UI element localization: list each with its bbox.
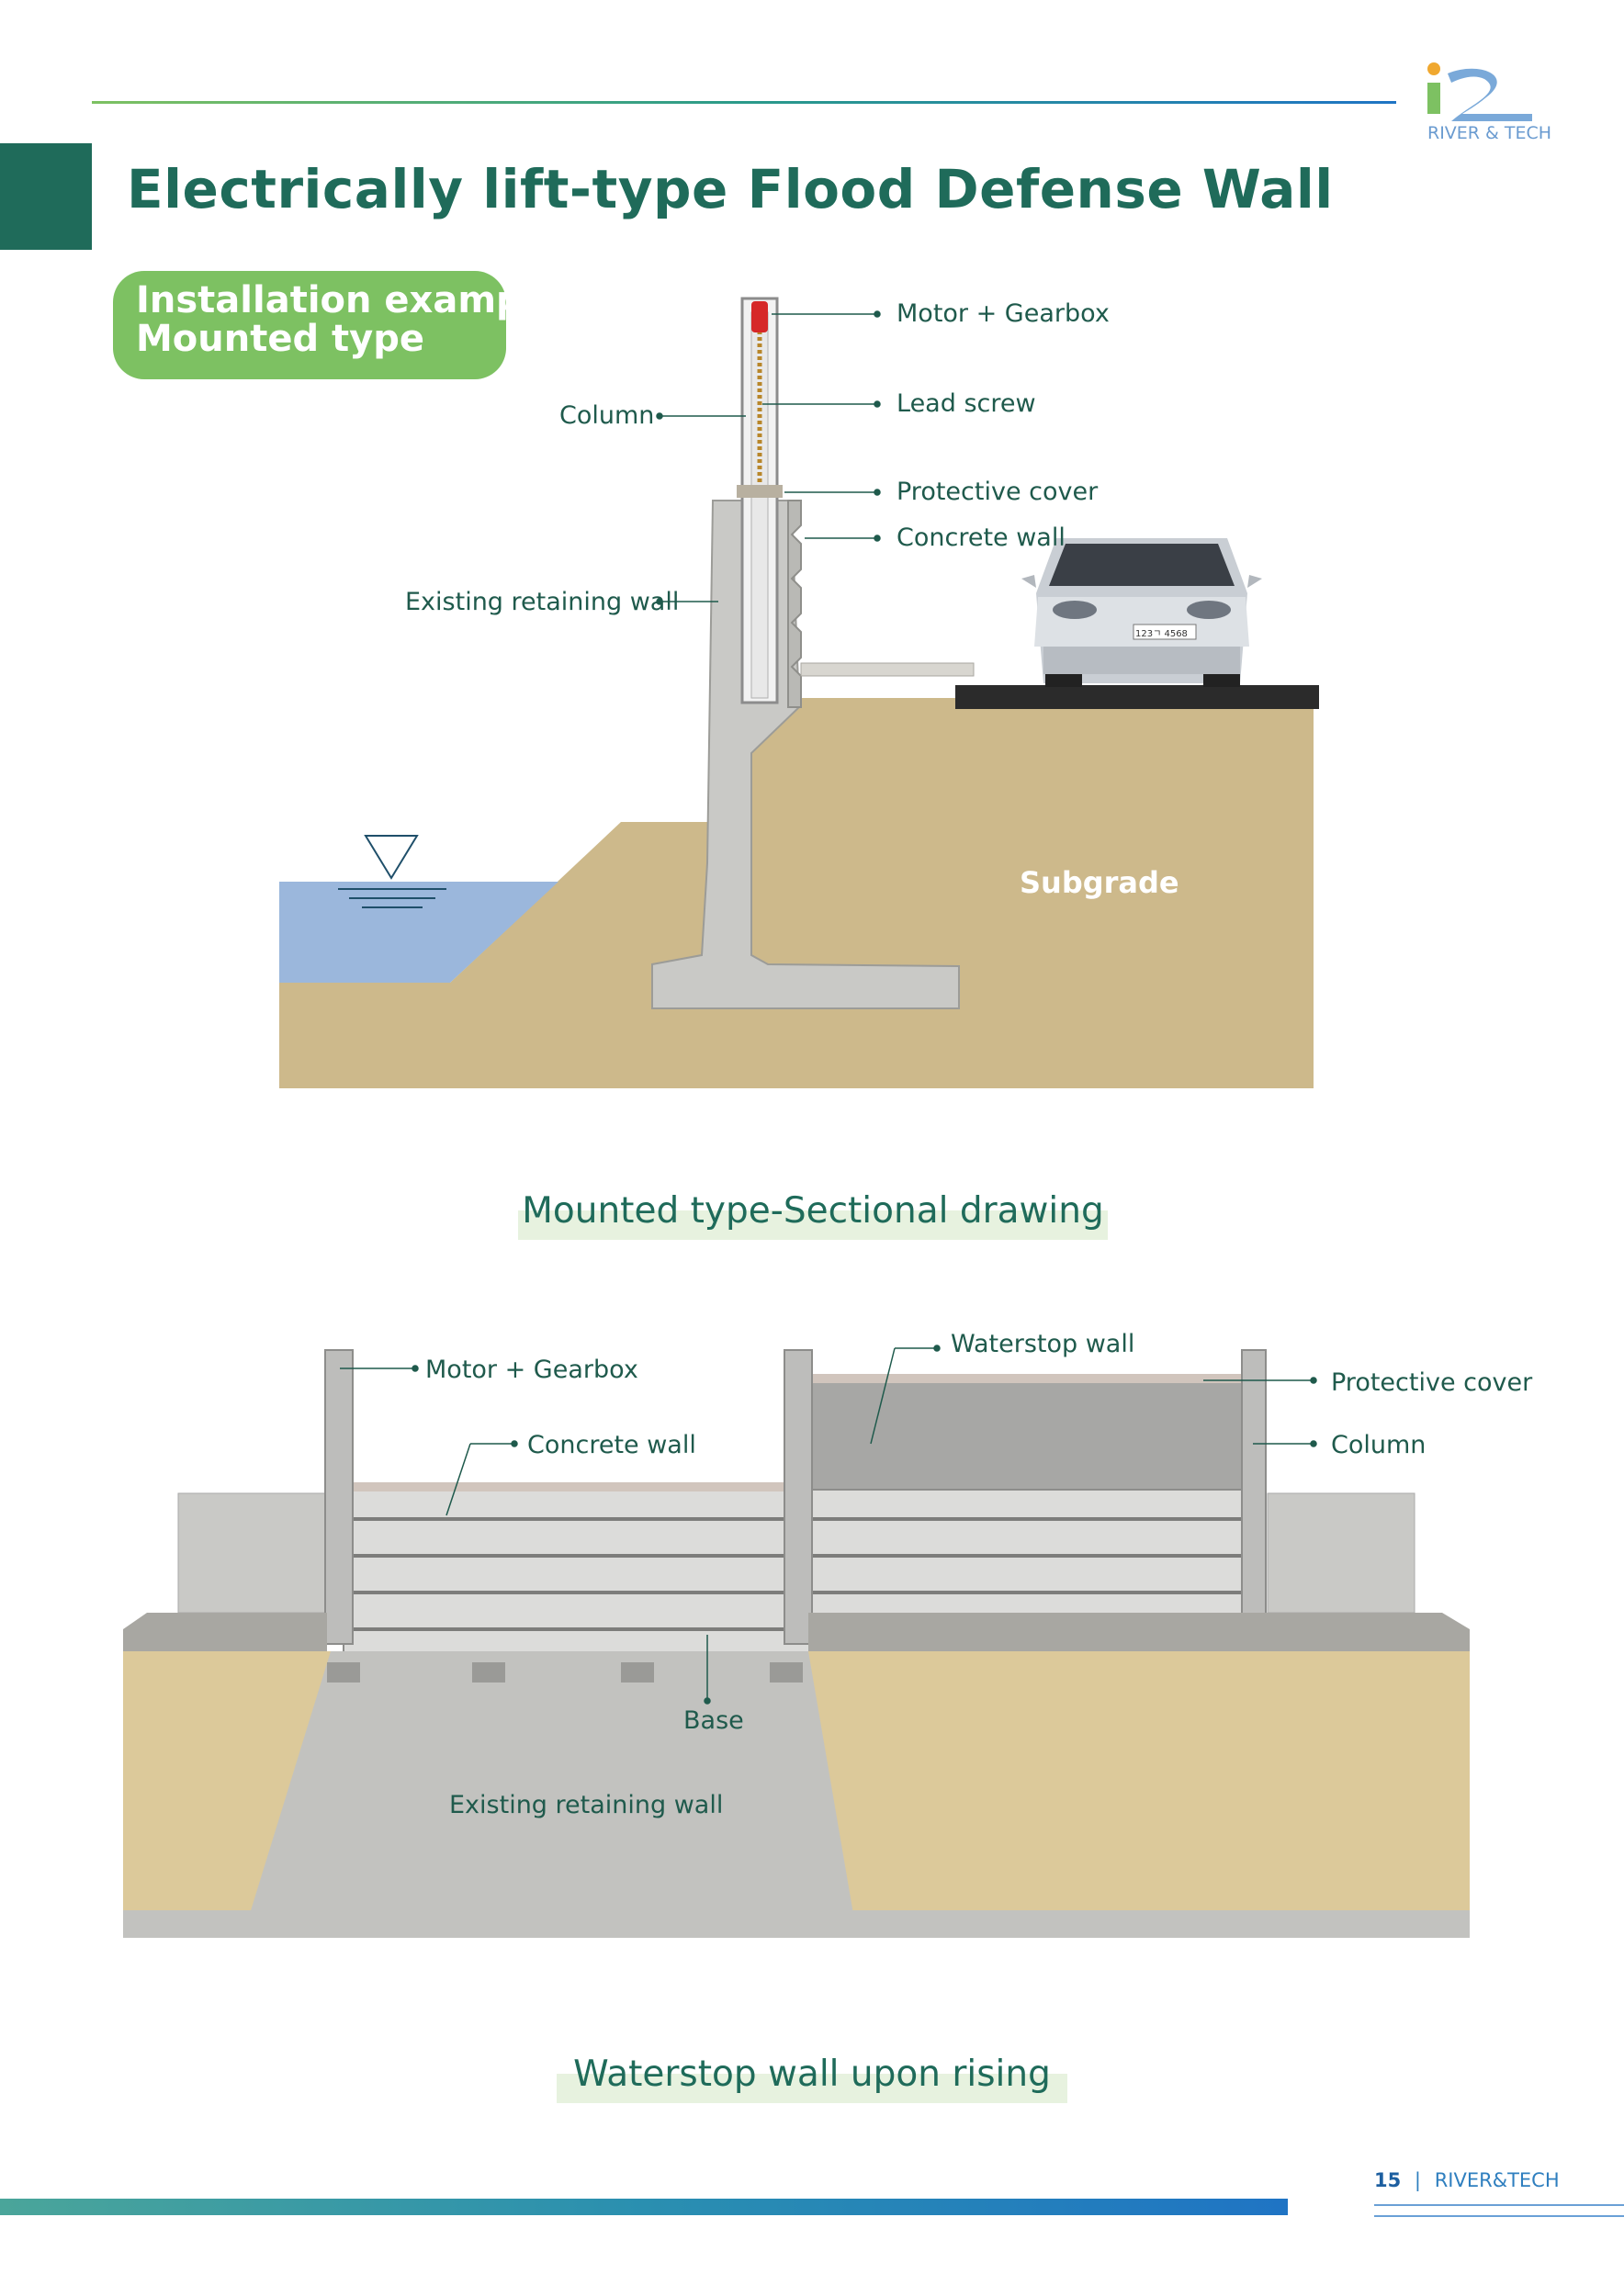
top-paving [800, 662, 975, 677]
label-waterstop-wall: Waterstop wall [951, 1330, 1135, 1358]
car-illustration [1021, 538, 1262, 687]
installation-badge [113, 271, 506, 379]
license-plate: 123ㄱ 4568 [1135, 629, 1188, 639]
road-asphalt [955, 685, 1319, 709]
waterstop-drawing [123, 1345, 1470, 1938]
page-title: Electrically lift-type Flood Defense Wal… [127, 158, 1334, 220]
header-rule [92, 101, 1396, 104]
badge-line-1: Installation example [136, 279, 560, 321]
footer-bar [0, 2199, 1288, 2215]
label-base: Base [683, 1706, 744, 1735]
leader-lines [656, 310, 881, 605]
label-concrete-wall: Concrete wall [897, 523, 1066, 552]
concrete-wall [787, 500, 802, 708]
page-number: 15 [1374, 2169, 1402, 2191]
base-block-3 [621, 1662, 654, 1683]
column-middle [784, 1349, 813, 1645]
logo-text: RIVER & TECH [1427, 123, 1552, 143]
waterstop-wall-cap [806, 1374, 1242, 1383]
label-existing-retaining-wall: Existing retaining wall [405, 588, 680, 616]
footer-brand: RIVER&TECH [1434, 2169, 1560, 2191]
back-wall-left [177, 1492, 326, 1614]
slope-soil [450, 822, 716, 1088]
label-column-2: Column [1331, 1431, 1427, 1459]
motor-gearbox [751, 301, 768, 332]
label-lead-screw: Lead screw [897, 389, 1036, 418]
logo-mark-icon [1427, 62, 1532, 121]
badge-line-2: Mounted type [136, 318, 425, 360]
existing-retaining-wall [248, 1651, 854, 1919]
retaining-base-strip [123, 1910, 1470, 1938]
caption-bar-2 [557, 2074, 1067, 2103]
sectional-drawing [279, 297, 1319, 1088]
footer-rule-1 [1374, 2204, 1624, 2206]
footer-page-info: 15 | RIVER&TECH [1374, 2169, 1560, 2191]
soil-right [808, 1651, 1470, 1918]
label-motor-gearbox: Motor + Gearbox [897, 299, 1110, 328]
installation-badge-text: Installation example Mounted type [136, 281, 559, 358]
label-concrete-wall-2: Concrete wall [527, 1431, 696, 1459]
leader-lines-2 [340, 1345, 1317, 1705]
base-block-2 [472, 1662, 505, 1683]
caption-waterstop-wall: Waterstop wall upon rising [573, 2054, 1051, 2095]
base-block-1 [327, 1662, 360, 1683]
back-wall-right [1267, 1492, 1415, 1614]
caption-bar-1 [518, 1210, 1108, 1240]
footer-separator: | [1414, 2169, 1421, 2191]
column-right [1241, 1349, 1267, 1617]
protective-cover-part [737, 485, 783, 498]
company-logo: RIVER & TECH [1415, 57, 1551, 149]
label-protective-cover: Protective cover [897, 478, 1099, 506]
header-accent-block [0, 143, 92, 250]
column-left [324, 1349, 354, 1645]
water-body [279, 882, 558, 983]
label-column: Column [559, 401, 655, 430]
label-subgrade: Subgrade [1020, 865, 1179, 900]
label-protective-cover-2: Protective cover [1331, 1368, 1533, 1397]
waterstop-wall-panel [806, 1377, 1243, 1498]
footer-rule-2 [1374, 2215, 1624, 2217]
base-block-4 [770, 1662, 803, 1683]
caption-sectional-drawing: Mounted type-Sectional drawing [522, 1190, 1104, 1232]
label-existing-retaining-wall-2: Existing retaining wall [449, 1791, 724, 1819]
paving-right [808, 1613, 1470, 1651]
paving-left [123, 1613, 327, 1651]
label-motor-gearbox-2: Motor + Gearbox [425, 1356, 638, 1384]
water-level-icon [338, 835, 446, 908]
